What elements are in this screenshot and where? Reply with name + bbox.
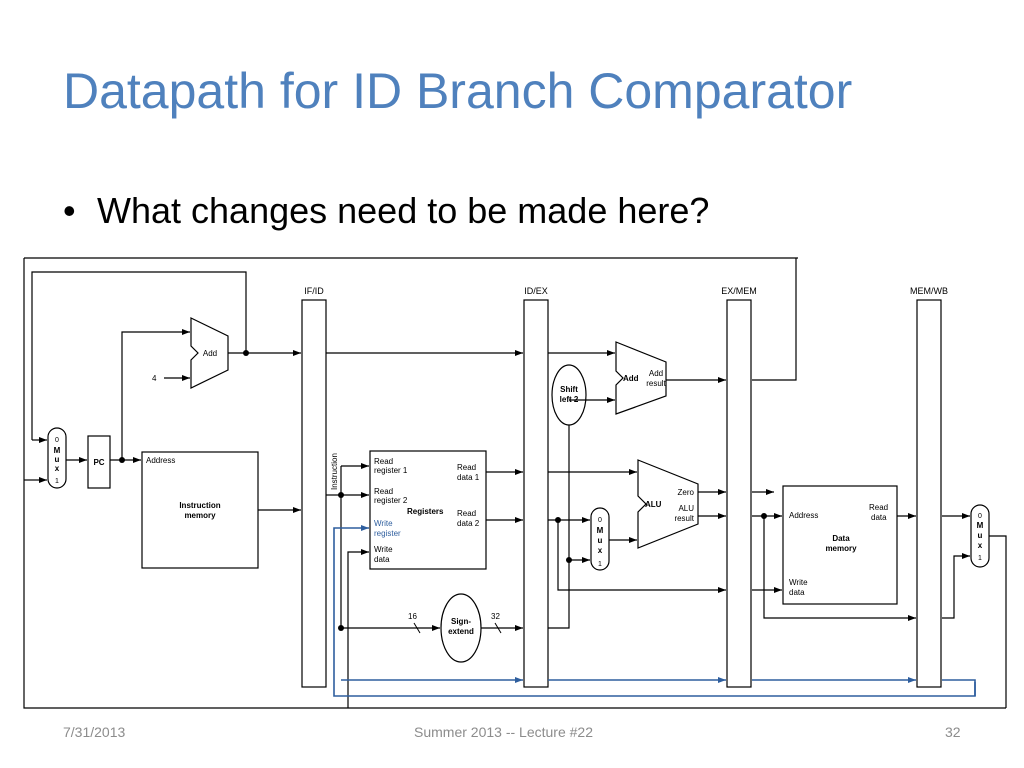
bullet-item: • What changes need to be made here? bbox=[63, 190, 709, 232]
svg-text:Write: Write bbox=[374, 545, 393, 554]
svg-text:0: 0 bbox=[55, 437, 59, 444]
svg-text:0: 0 bbox=[598, 517, 602, 524]
svg-text:u: u bbox=[55, 455, 60, 464]
branch-adder: Add Add result bbox=[615, 341, 667, 415]
write-register-path bbox=[333, 525, 976, 697]
svg-text:Registers: Registers bbox=[407, 507, 444, 516]
svg-text:x: x bbox=[978, 541, 983, 550]
pc-adder: Add bbox=[190, 317, 229, 389]
svg-text:0: 0 bbox=[978, 513, 982, 520]
bullet-dot-icon: • bbox=[63, 190, 76, 231]
svg-text:Read: Read bbox=[869, 503, 888, 512]
svg-text:Add: Add bbox=[649, 369, 663, 378]
svg-text:1: 1 bbox=[598, 561, 602, 568]
ifid-register bbox=[301, 299, 327, 688]
svg-text:Sign-: Sign- bbox=[451, 617, 471, 626]
instruction-memory: Address Instruction memory bbox=[141, 451, 259, 569]
bullet-text: What changes need to be made here? bbox=[97, 190, 710, 231]
svg-text:M: M bbox=[597, 526, 604, 535]
svg-text:data 1: data 1 bbox=[457, 473, 480, 482]
svg-text:register: register bbox=[374, 529, 401, 538]
pc-register: PC bbox=[87, 435, 111, 489]
svg-text:Shift: Shift bbox=[560, 385, 578, 394]
svg-text:register 2: register 2 bbox=[374, 496, 408, 505]
sign-extend-out-bits: 32 bbox=[491, 612, 500, 621]
sign-extend-in-bits: 16 bbox=[408, 612, 417, 621]
svg-text:u: u bbox=[978, 531, 983, 540]
svg-text:ALU: ALU bbox=[678, 504, 694, 513]
svg-text:Read: Read bbox=[374, 457, 393, 466]
svg-text:1: 1 bbox=[978, 555, 982, 562]
svg-text:Write: Write bbox=[374, 519, 393, 528]
svg-text:Read: Read bbox=[374, 487, 393, 496]
svg-text:result: result bbox=[646, 379, 666, 388]
diagram-frame bbox=[23, 257, 1006, 709]
pc-mux: 0 M u x 1 bbox=[47, 427, 67, 489]
exmem-register bbox=[726, 299, 752, 688]
svg-text:memory: memory bbox=[184, 511, 216, 520]
svg-text:Read: Read bbox=[457, 463, 476, 472]
pipeline-registers bbox=[301, 299, 942, 688]
svg-text:PC: PC bbox=[93, 458, 104, 467]
memwb-register bbox=[916, 299, 942, 688]
const-four: 4 bbox=[152, 374, 157, 383]
svg-text:Write: Write bbox=[789, 578, 808, 587]
svg-text:M: M bbox=[54, 446, 61, 455]
memwb-label: MEM/WB bbox=[910, 286, 948, 296]
svg-text:result: result bbox=[674, 514, 694, 523]
svg-text:Zero: Zero bbox=[678, 488, 695, 497]
sign-extend: Sign- extend bbox=[440, 593, 482, 663]
exmem-label: EX/MEM bbox=[721, 286, 757, 296]
svg-text:ALU: ALU bbox=[645, 500, 662, 509]
ifid-label: IF/ID bbox=[304, 286, 324, 296]
svg-text:Add: Add bbox=[623, 374, 639, 383]
svg-text:Instruction: Instruction bbox=[179, 501, 220, 510]
register-file: Read register 1 Read register 2 Write re… bbox=[369, 450, 487, 570]
footer-page-number: 32 bbox=[945, 724, 961, 740]
idex-register bbox=[523, 299, 549, 688]
footer-date: 7/31/2013 bbox=[63, 724, 126, 740]
data-memory: Address Read data Write data Data memory bbox=[782, 485, 898, 605]
footer-lecture: Summer 2013 -- Lecture #22 bbox=[414, 724, 593, 740]
svg-text:data: data bbox=[789, 588, 805, 597]
svg-text:Add: Add bbox=[203, 349, 217, 358]
slide-title: Datapath for ID Branch Comparator bbox=[63, 63, 853, 119]
svg-text:register 1: register 1 bbox=[374, 466, 408, 475]
alu: ALU Zero ALU result bbox=[637, 459, 699, 549]
svg-text:u: u bbox=[598, 536, 603, 545]
svg-text:Address: Address bbox=[789, 511, 818, 520]
alu-src-mux: 0 M u x 1 bbox=[590, 507, 610, 571]
writeback-mux: 0 M u x 1 bbox=[970, 504, 990, 568]
svg-text:memory: memory bbox=[825, 544, 857, 553]
bus-width-ticks bbox=[413, 622, 502, 634]
svg-text:x: x bbox=[55, 464, 60, 473]
shift-left-2: Shift left 2 bbox=[551, 364, 587, 426]
svg-text:M: M bbox=[977, 521, 984, 530]
idex-label: ID/EX bbox=[524, 286, 548, 296]
svg-text:Read: Read bbox=[457, 509, 476, 518]
svg-text:data: data bbox=[374, 555, 390, 564]
svg-text:x: x bbox=[598, 546, 603, 555]
svg-text:Data: Data bbox=[832, 534, 850, 543]
junction-dots bbox=[119, 350, 767, 631]
instruction-label: Instruction bbox=[330, 453, 339, 490]
svg-text:Address: Address bbox=[146, 456, 175, 465]
svg-text:data: data bbox=[871, 513, 887, 522]
svg-text:extend: extend bbox=[448, 627, 474, 636]
svg-text:data 2: data 2 bbox=[457, 519, 480, 528]
svg-text:1: 1 bbox=[55, 478, 59, 485]
